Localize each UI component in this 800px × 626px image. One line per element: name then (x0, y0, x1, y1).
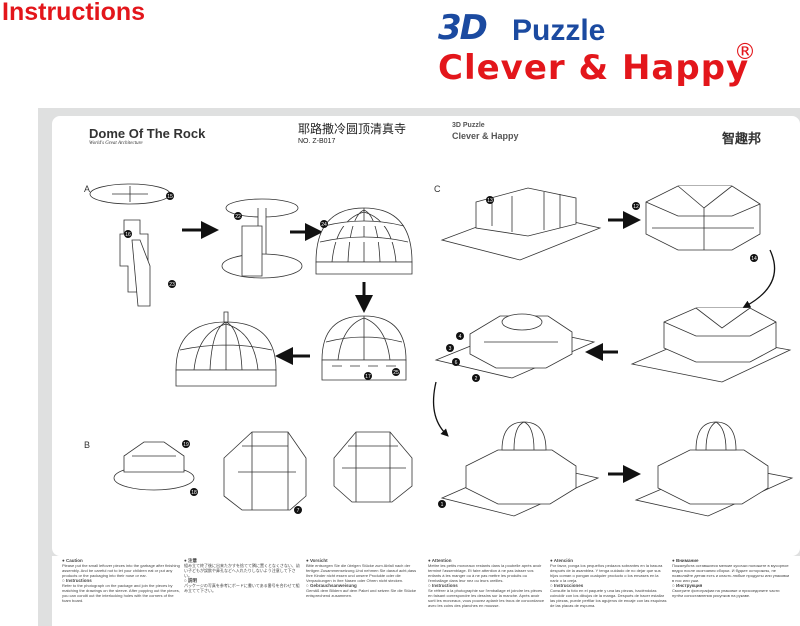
part-number-label: 19 (183, 442, 189, 448)
step-c4-drum-base (436, 314, 594, 378)
instructions-japanese: ● 注意 組み立て終了後に出来たかすを捨てて隣に置くとなくさない、幼い子どもが誤… (184, 558, 302, 624)
part-number-label: 16 (125, 232, 131, 238)
part-number-label: 7 (297, 508, 300, 514)
part-number-label: 6 (455, 360, 458, 366)
instructions-german: ● Vorsicht Bitte entsorgen Sie die übrig… (306, 558, 424, 624)
caution-text: Пожалуйста оставшиеся мелкие кусочки пол… (672, 563, 790, 583)
assembly-diagrams: 15 16 23 22 24 17 25 19 18 7 12 14 13 3 4 6 2 1 (52, 116, 800, 556)
part-number-label: 17 (365, 374, 371, 380)
step-c1-walls (442, 188, 600, 260)
part-number-label: 3 (449, 346, 452, 352)
caution-text: 組み立て終了後に出来たかすを捨てて隣に置くとなくさない、幼い子どもが誤飲や鼻孔な… (184, 563, 302, 578)
step-c3-octagon (632, 308, 790, 382)
brand-logo: 3D Puzzle Clever & Happy ® (438, 4, 768, 88)
part-number-label: 22 (235, 214, 241, 220)
caution-text: Please put the small leftover pieces int… (62, 563, 180, 578)
caution-text: Bitte entsorgen Sie die übrigen Stücke z… (306, 563, 424, 583)
part-number-label: 25 (393, 370, 399, 376)
brand-puzzle: Puzzle (512, 14, 605, 48)
instructions-russian: ● Внимание Пожалуйста оставшиеся мелкие … (672, 558, 790, 624)
step-c6-completed-model (636, 422, 792, 516)
part-number-label: 14 (751, 256, 757, 262)
part-number-label: 2 (475, 376, 478, 382)
registered-mark: ® (734, 40, 756, 65)
step-b2-portico-walls (224, 432, 306, 510)
step-a5-dome-complete (176, 312, 276, 386)
step-a1-parts (90, 184, 170, 306)
step-a3-dome (316, 208, 412, 274)
instruction-sheet: Dome Of The Rock World's Great Architect… (38, 108, 800, 626)
brand-3d: 3D (438, 8, 486, 48)
brand-tagline: Clever & Happy (438, 48, 749, 88)
instructions-french: ● Attention Mettre les petits morceaux r… (428, 558, 546, 624)
part-number-label: 24 (321, 222, 327, 228)
instructions-text: Gemäß dem Bildern auf dem Paket und setz… (306, 588, 424, 598)
instructions-text: Consulte la foto en el paquete y una las… (550, 588, 668, 608)
part-number-label: 15 (167, 194, 173, 200)
caution-text: Mettre les petits morceaux restants dans… (428, 563, 546, 583)
step-b3-portico-final (334, 432, 412, 502)
part-number-label: 13 (487, 198, 493, 204)
instructions-text: Refer to the photograph on the package a… (62, 583, 180, 603)
step-b1-portico (114, 442, 194, 490)
instructions-text: Смотрите фотографии на упаковке и присое… (672, 588, 790, 598)
step-c5-dome-added (442, 422, 598, 516)
part-number-label: 18 (191, 490, 197, 496)
diagram-panel: Dome Of The Rock World's Great Architect… (52, 116, 800, 556)
instructions-text: Se référer à la photographie sur l'embal… (428, 588, 546, 608)
curved-arrow-icon (434, 382, 446, 434)
instructions-text: パッケージの写真を参考にボードに書いてある番号を合わせて組み立てて下さい。 (184, 583, 302, 593)
part-number-label: 4 (459, 334, 462, 340)
part-number-label: 12 (633, 204, 639, 210)
instructions-spanish: ● Atención Por favor, ponga los pequeños… (550, 558, 668, 624)
instructions-english: ● Caution Please put the small leftover … (62, 558, 180, 624)
safety-instructions-strip: ● Caution Please put the small leftover … (52, 556, 800, 626)
page-title: Instructions (2, 0, 145, 27)
step-a2-frame (222, 199, 302, 278)
part-number-label: 23 (169, 282, 175, 288)
caution-text: Por favor, ponga los pequeños pedazos so… (550, 563, 668, 583)
step-c2-roof (646, 186, 760, 250)
part-number-label: 1 (441, 502, 444, 508)
